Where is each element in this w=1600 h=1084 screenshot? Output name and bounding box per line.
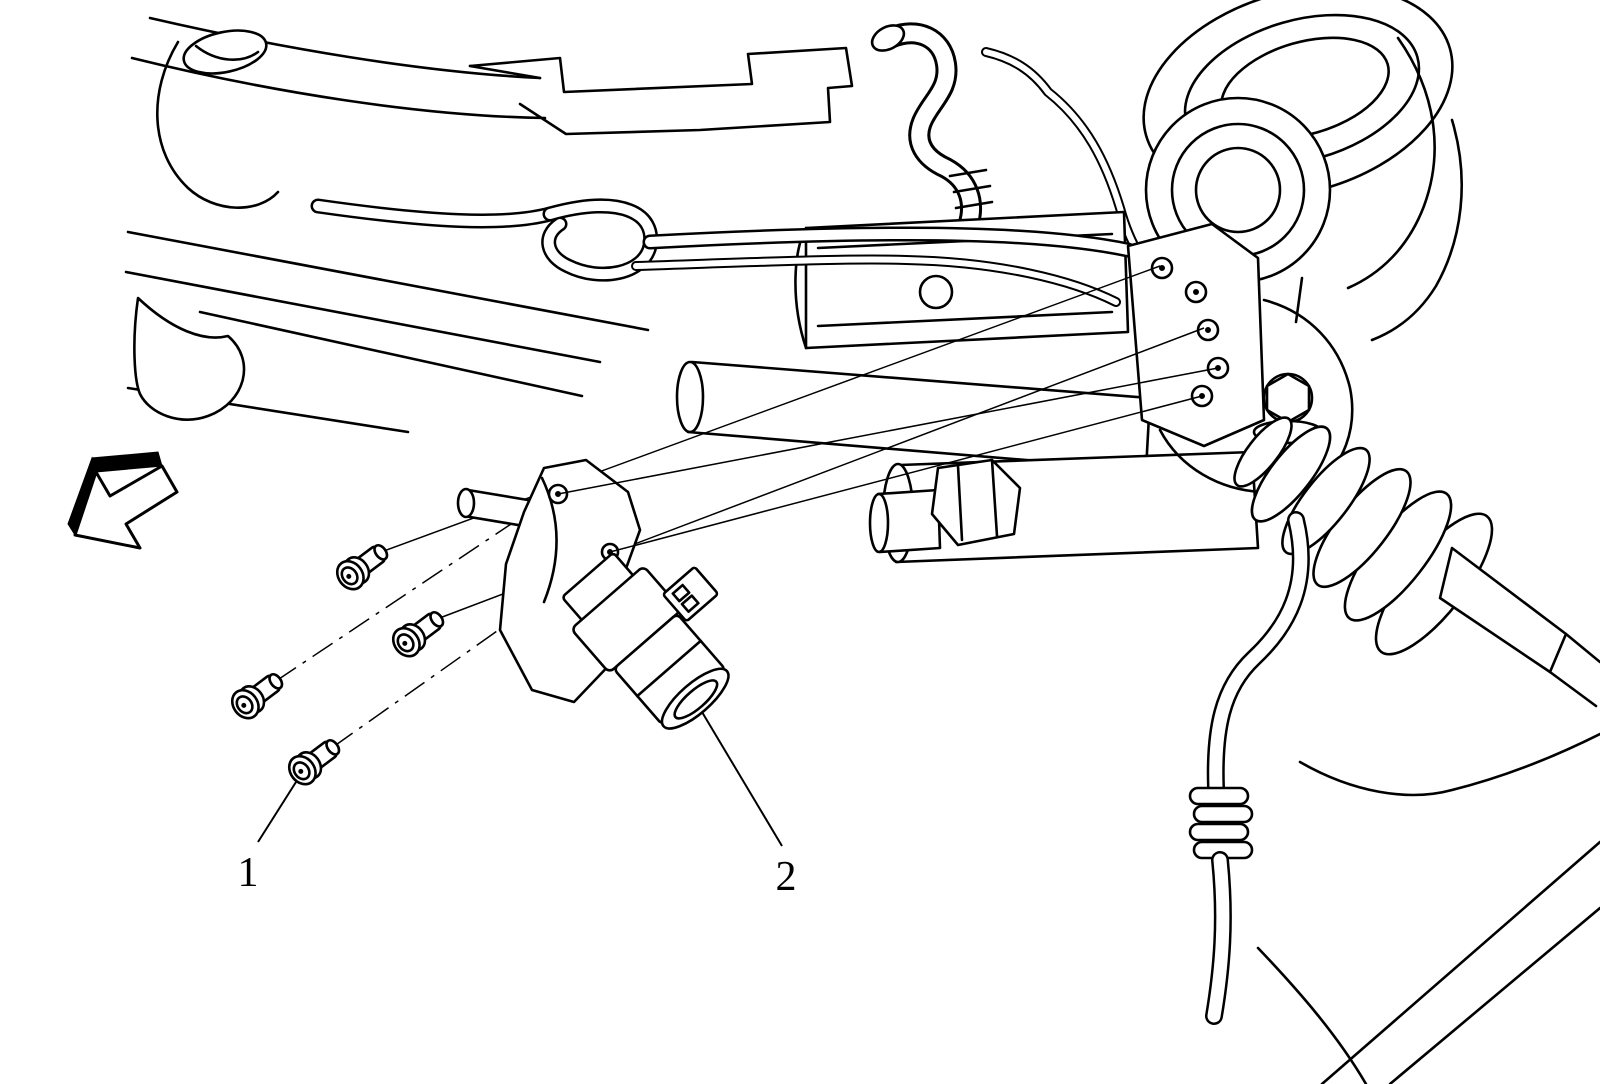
- subframe-bracket: [133, 296, 246, 421]
- mounting-holes: [1150, 256, 1230, 408]
- steering-boot-bellows: [1233, 416, 1600, 708]
- tie-rod: [1438, 546, 1568, 674]
- hose-fitting: [870, 24, 906, 52]
- supply-hose: [870, 22, 994, 237]
- solenoid-connector: [662, 566, 719, 622]
- callout-1-label: 1: [238, 850, 259, 896]
- solenoid-valve: [562, 552, 730, 730]
- callout-1-leader: [257, 781, 297, 843]
- mounting-bolt: [287, 738, 341, 786]
- callout-2-label: 2: [776, 854, 797, 900]
- chassis-background: [124, 16, 854, 434]
- hose-clamp: [182, 29, 268, 75]
- steering-rack: [675, 360, 1152, 472]
- crossmember-hole: [918, 274, 954, 310]
- bolt-alignment-lines-front: [557, 367, 1219, 553]
- direction-arrow-icon: [67, 451, 179, 550]
- return-lines: [310, 198, 1136, 307]
- callout-2-leader: [701, 711, 783, 847]
- mounting-bolt: [230, 672, 284, 720]
- mounting-bolt: [391, 610, 445, 658]
- return-hose: [1188, 511, 1310, 1025]
- rack-cylinder: [868, 450, 1260, 564]
- mounting-bolt: [335, 543, 389, 591]
- body-lines: [1256, 732, 1600, 1084]
